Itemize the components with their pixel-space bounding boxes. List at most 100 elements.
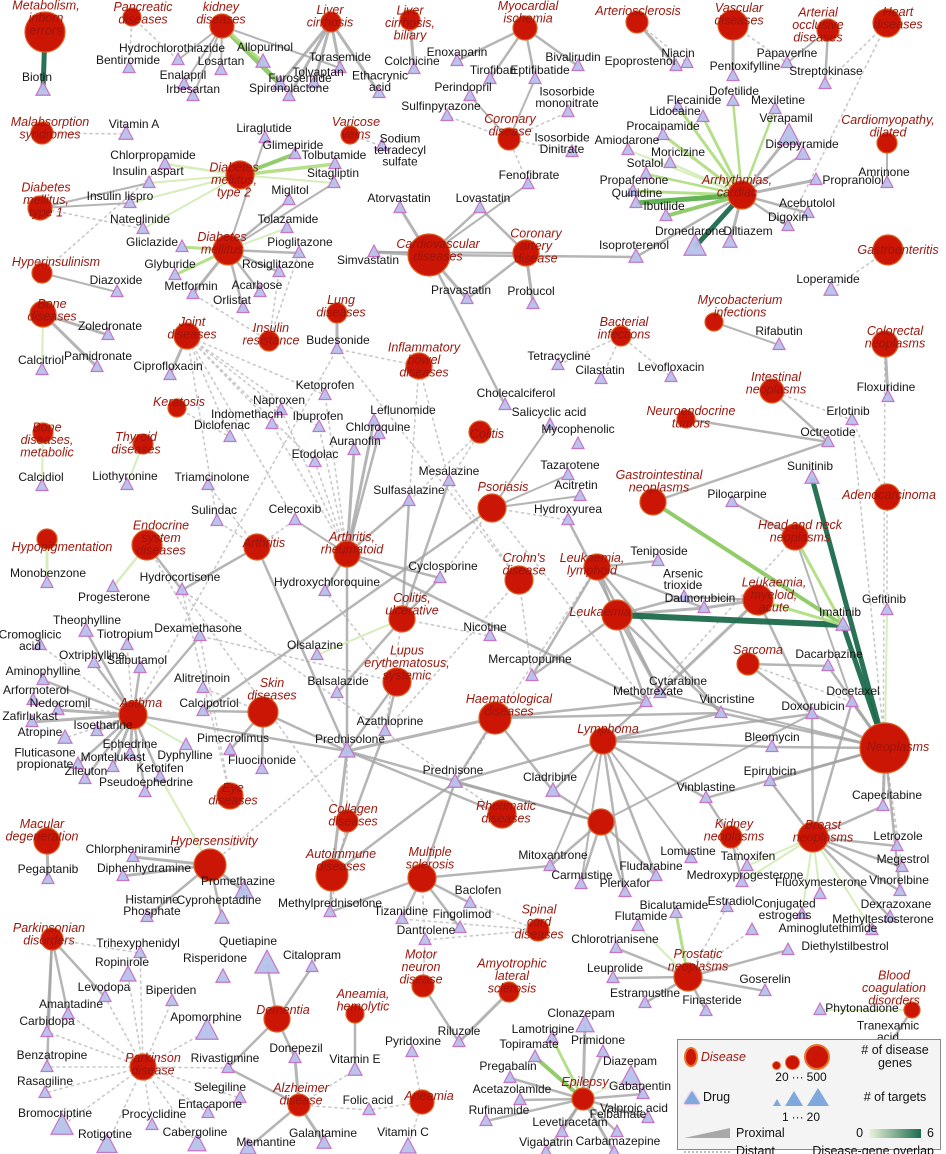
drug-node-ropinirole[interactable]	[119, 964, 137, 982]
disease-node-malabsorption[interactable]	[30, 121, 54, 145]
disease-node-liver_cirrhosis[interactable]	[320, 11, 342, 33]
drug-node-goserelin[interactable]	[758, 982, 772, 997]
disease-node-psoriasis[interactable]	[477, 493, 507, 523]
disease-node-t2dm[interactable]	[225, 160, 255, 190]
drug-node-prednisone[interactable]	[447, 772, 463, 788]
disease-node-motor_neuron[interactable]	[411, 974, 435, 998]
drug-node-apomorphine[interactable]	[195, 1017, 219, 1040]
drug-node-pimecrolimus[interactable]	[223, 741, 237, 756]
disease-node-adenocarcinoma[interactable]	[873, 483, 901, 511]
drug-node-insulin_lispro[interactable]	[123, 194, 137, 209]
drug-node-bleomycin[interactable]	[765, 738, 779, 753]
disease-node-gi_neoplasms[interactable]	[639, 488, 667, 516]
drug-node-acarbose[interactable]	[253, 283, 267, 298]
drug-node-chlorotrianisene[interactable]	[609, 939, 623, 954]
drug-node-baclofen[interactable]	[463, 894, 477, 909]
drug-node-digoxin[interactable]	[781, 217, 795, 232]
disease-node-aml[interactable]	[742, 584, 774, 616]
drug-node-benzatropine[interactable]	[40, 1058, 54, 1073]
drug-node-promethazine[interactable]	[234, 879, 254, 899]
drug-node-glimepiride[interactable]	[288, 145, 302, 160]
drug-node-torasemide[interactable]	[333, 59, 347, 74]
drug-node-eptifibatide[interactable]	[528, 70, 542, 85]
drug-node-megestrol[interactable]	[895, 858, 909, 873]
disease-node-intestinal[interactable]	[759, 378, 785, 404]
drug-node-methyltestosterone[interactable]	[865, 921, 879, 936]
drug-node-diphenhydramine[interactable]	[116, 867, 130, 882]
disease-node-rheumatic[interactable]	[487, 799, 517, 829]
drug-node-chlorpheniramine[interactable]	[126, 848, 140, 863]
drug-node-hydrocortisone[interactable]	[175, 581, 189, 596]
drug-node-carbidopa[interactable]	[40, 1023, 54, 1038]
drug-node-propranolol[interactable]	[809, 171, 823, 186]
drug-node-tazarotene[interactable]	[561, 466, 575, 481]
drug-node-celecoxib[interactable]	[288, 511, 302, 526]
disease-node-spinal[interactable]	[526, 918, 550, 942]
disease-node-heart[interactable]	[872, 8, 902, 38]
drug-node-dexrazoxane[interactable]	[883, 908, 897, 923]
drug-node-dronedarone[interactable]	[683, 233, 707, 256]
disease-node-prostatic[interactable]	[673, 962, 703, 992]
drug-node-atropine[interactable]	[57, 728, 73, 744]
drug-node-diazoxide[interactable]	[110, 283, 124, 298]
drug-node-vitamin_c[interactable]	[399, 1136, 417, 1154]
disease-node-ms[interactable]	[407, 863, 437, 893]
disease-node-crohns[interactable]	[504, 565, 534, 595]
drug-node-cladribine[interactable]	[545, 781, 561, 797]
drug-node-zoledronate[interactable]	[101, 326, 115, 341]
drug-node-chloroquine[interactable]	[372, 425, 386, 440]
disease-node-head_neck[interactable]	[781, 523, 809, 551]
drug-node-arsenic_trioxide[interactable]	[677, 588, 691, 603]
drug-node-ethacrynic_acid[interactable]	[372, 84, 386, 99]
disease-node-bacterial[interactable]	[610, 325, 632, 347]
drug-node-liothyronine[interactable]	[120, 476, 134, 491]
drug-node-diazepam[interactable]	[620, 1064, 642, 1086]
drug-node-atorvastatin[interactable]	[393, 199, 407, 214]
drug-node-perindopril[interactable]	[463, 87, 477, 102]
drug-node-disopyramide[interactable]	[795, 144, 811, 160]
disease-node-t1dm[interactable]	[27, 195, 53, 221]
disease-node-anemia[interactable]	[409, 1089, 435, 1115]
drug-node-medroxyprogesterone[interactable]	[735, 873, 749, 888]
disease-node-ibd[interactable]	[405, 352, 433, 380]
drug-node-fluticasone[interactable]	[71, 755, 85, 770]
drug-node-mercaptopurine[interactable]	[525, 667, 539, 682]
drug-node-olsalazine[interactable]	[310, 646, 324, 661]
drug-node-verapamil[interactable]	[777, 122, 801, 145]
drug-node-hydrochlorothiazide[interactable]	[171, 51, 185, 66]
disease-node-macular[interactable]	[33, 827, 61, 855]
drug-node-levodopa[interactable]	[98, 988, 112, 1003]
drug-node-topiramate[interactable]	[528, 1048, 542, 1063]
drug-node-methylprednisolone[interactable]	[323, 903, 337, 918]
drug-node-amantadine[interactable]	[61, 1005, 75, 1020]
disease-node-breast[interactable]	[797, 821, 829, 853]
disease-node-vascular[interactable]	[717, 9, 749, 41]
drug-node-carbamazepine[interactable]	[608, 1143, 620, 1154]
drug-node-papaverine[interactable]	[780, 54, 794, 69]
drug-node-docetaxel[interactable]	[845, 693, 859, 708]
drug-node-vitamin_a[interactable]	[118, 124, 134, 140]
drug-node-lovastatin[interactable]	[473, 199, 487, 214]
drug-node-dantrolene[interactable]	[418, 931, 432, 946]
drug-node-cyclosporine[interactable]	[433, 569, 447, 584]
drug-node-conjugated_estrogens[interactable]	[795, 905, 809, 920]
disease-node-sarcoma[interactable]	[736, 652, 760, 676]
drug-node-primidone[interactable]	[596, 1043, 610, 1058]
drug-node-aminophylline[interactable]	[36, 671, 50, 686]
disease-node-lymphoid[interactable]	[583, 553, 611, 581]
drug-node-ephedrine[interactable]	[123, 745, 137, 760]
drug-node-carmustine[interactable]	[574, 875, 588, 890]
drug-node-diethylstilbestrol[interactable]	[781, 941, 795, 956]
drug-node-tiotropium[interactable]	[120, 636, 134, 651]
disease-node-coronary_disease[interactable]	[497, 127, 521, 151]
drug-node-estramustine[interactable]	[638, 994, 652, 1009]
disease-node-neuroendocrine[interactable]	[676, 409, 696, 429]
drug-node-cromoglicic_acid[interactable]	[33, 636, 47, 651]
drug-node-nedocromil[interactable]	[51, 701, 65, 716]
drug-node-rivastigmine[interactable]	[221, 1059, 235, 1074]
drug-node-indomethacin[interactable]	[265, 415, 279, 430]
drug-node-dacarbazine[interactable]	[821, 657, 835, 672]
drug-node-biotin[interactable]	[35, 80, 51, 96]
drug-node-propafenone[interactable]	[626, 182, 640, 197]
disease-node-parkinson[interactable]	[129, 1053, 157, 1081]
